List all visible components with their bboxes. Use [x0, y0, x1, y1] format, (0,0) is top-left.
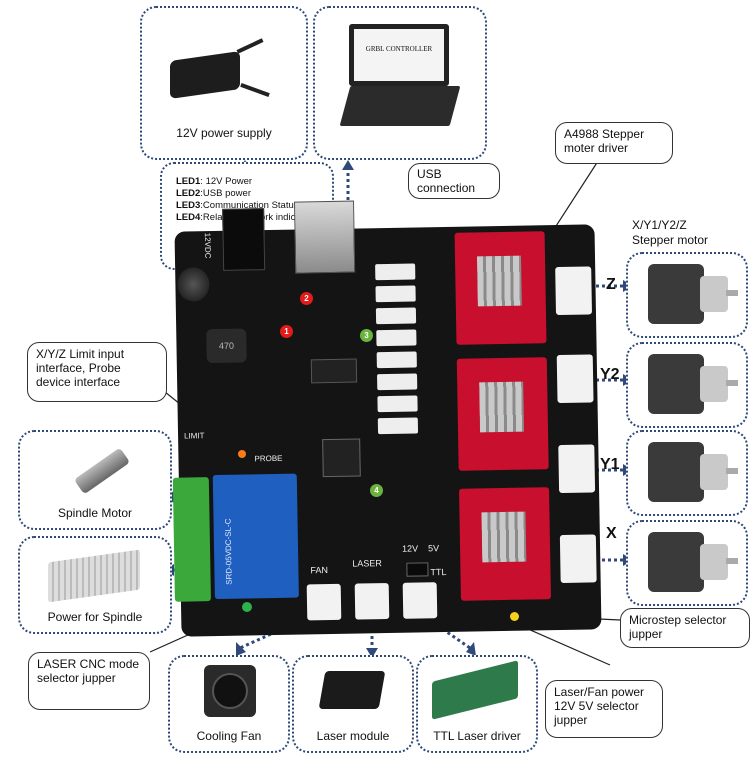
ttl-driver-label: TTL Laser driver [433, 729, 521, 743]
laser-module-label: Laser module [316, 729, 390, 743]
led1-line: LED1: 12V Power [176, 176, 253, 187]
laptop-screen-text: GRBL CONTROLLER [354, 29, 444, 81]
power-supply-box: 12V power supply [140, 6, 308, 160]
driver-board-z [454, 231, 547, 345]
motor-box-z [626, 252, 748, 338]
laptop-box: GRBL CONTROLLER [313, 6, 487, 160]
motor-connector-x [559, 534, 597, 584]
fan-image [204, 665, 256, 717]
power-adapter-image [170, 36, 270, 99]
usb-chip [310, 358, 358, 384]
microstep-callout: Microstep selector jupper [620, 608, 750, 648]
inductor: 470 [206, 328, 247, 364]
cooling-fan-label: Cooling Fan [196, 729, 262, 743]
dc-jack [222, 208, 266, 271]
laser-mode-jumper-dot [242, 602, 252, 612]
power-selector-jumper [406, 562, 429, 577]
optocoupler-column [375, 258, 419, 459]
pcb-laser-label: LASER [352, 558, 382, 569]
spindle-motor-label: Spindle Motor [57, 506, 133, 520]
motor-box-x [626, 520, 748, 606]
controller-pcb: 470 SRD-05VDC-SL-C FAN LASER 12V 5V TTL … [172, 200, 602, 637]
laser-module-box: Laser module [292, 655, 414, 753]
spindle-image [64, 446, 134, 496]
axis-y2-label: Y2 [600, 366, 620, 383]
motor-box-y1 [626, 430, 748, 516]
laptop-image: GRBL CONTROLLER [339, 24, 461, 144]
laser-mode-callout: LASER CNC mode selector jupper [28, 652, 150, 710]
motor-connector-y1 [558, 444, 596, 494]
driver-board-x [459, 487, 551, 601]
led-marker-3: 3 [360, 329, 373, 342]
spindle-motor-box: Spindle Motor [18, 430, 172, 530]
mcu-chip [322, 438, 361, 478]
limit-connector-dot [238, 450, 246, 458]
pcb-12v-label: 12V [401, 543, 419, 554]
usb-port [293, 200, 356, 274]
pcb-limit-label: LIMIT [183, 431, 205, 441]
terminal-block [172, 477, 211, 602]
stepper-driver-callout: A4988 Stepper moter driver [555, 122, 673, 164]
motor-connector-z [555, 266, 593, 316]
pcb-12vdc-label: 12VDC [202, 232, 213, 259]
microstep-jumper-dot [510, 612, 519, 621]
limit-callout: X/Y/Z Limit input interface, Probe devic… [27, 342, 167, 402]
pcb-5v-label: 5V [427, 543, 440, 554]
ttl-connector [402, 582, 438, 619]
ttl-driver-image [432, 660, 518, 720]
relay: SRD-05VDC-SL-C [212, 473, 299, 600]
axis-y1-label: Y1 [600, 456, 620, 473]
ttl-driver-box: TTL Laser driver [416, 655, 538, 753]
driver-board-y2 [456, 357, 549, 471]
axis-x-label: X [606, 525, 617, 542]
fan-connector [306, 583, 342, 621]
stepper-motor-label: X/Y1/Y2/Z Stepper motor [632, 218, 709, 247]
power-selector-callout: Laser/Fan power 12V 5V selector jupper [545, 680, 663, 738]
spindle-power-box: Power for Spindle [18, 536, 172, 634]
pcb-fan-label: FAN [310, 565, 329, 576]
led-marker-4: 4 [370, 484, 383, 497]
led-marker-1: 1 [280, 325, 293, 338]
led3-line: LED3:Communication Status [176, 200, 299, 211]
motor-box-y2 [626, 342, 748, 428]
pcb-probe-label: PROBE [254, 453, 283, 464]
cooling-fan-box: Cooling Fan [168, 655, 290, 753]
laser-module-image [318, 671, 386, 709]
usb-callout: USB connection [408, 163, 500, 199]
motor-connector-y2 [556, 354, 594, 404]
led2-line: LED2:USB power [176, 188, 251, 199]
psu-image [48, 549, 140, 603]
spindle-power-label: Power for Spindle [47, 610, 143, 624]
pcb-ttl-label: TTL [430, 567, 447, 578]
led-marker-2: 2 [300, 292, 313, 305]
capacitor [177, 267, 210, 302]
power-supply-label: 12V power supply [176, 126, 272, 140]
axis-z-label: Z [606, 276, 616, 293]
laser-connector [354, 583, 390, 620]
